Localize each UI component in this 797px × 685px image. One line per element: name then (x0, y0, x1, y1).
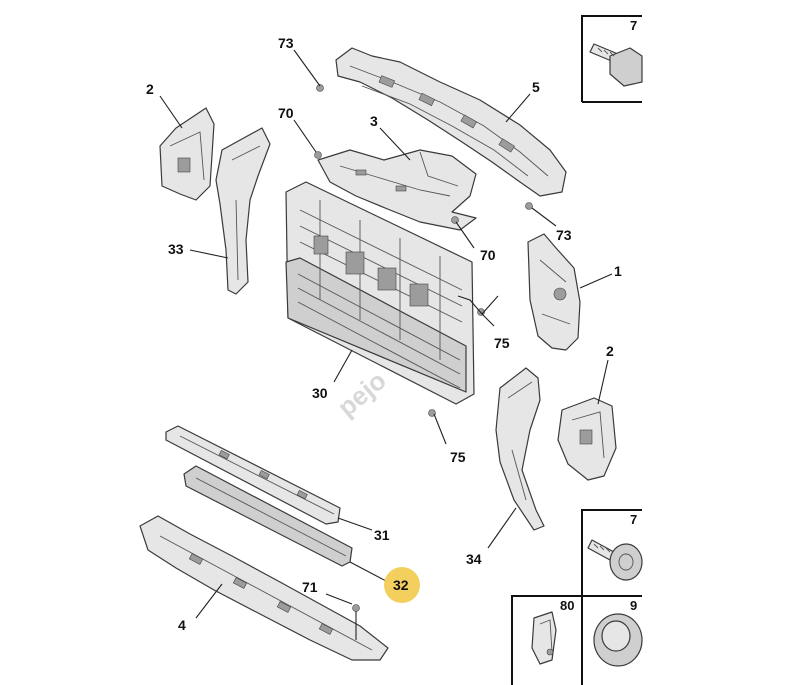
callout-75-lower[interactable]: 75 (450, 449, 466, 465)
inset-label-mid-right: 7 (630, 512, 637, 527)
fastener-70-lower[interactable] (451, 216, 459, 224)
leader-lines (159, 49, 613, 619)
part-30-front-panel[interactable] (285, 181, 475, 405)
callout-5[interactable]: 5 (532, 79, 540, 95)
part-33-left-air-guide[interactable] (215, 127, 271, 295)
inset-label-bottom-right: 9 (630, 598, 637, 613)
callout-32[interactable]: 32 (393, 577, 409, 593)
callout-2-left[interactable]: 2 (146, 81, 154, 97)
callout-70-top[interactable]: 70 (278, 105, 294, 121)
part-1-side-bracket[interactable] (527, 233, 581, 351)
callout-30[interactable]: 30 (312, 385, 328, 401)
fastener-70-upper[interactable] (314, 151, 322, 159)
callout-34[interactable]: 34 (466, 551, 482, 567)
callout-70-lower[interactable]: 70 (480, 247, 496, 263)
callout-73-right[interactable]: 73 (556, 227, 572, 243)
callout-73-top[interactable]: 73 (278, 35, 294, 51)
highlight-marker (384, 567, 420, 603)
callout-1[interactable]: 1 (614, 263, 622, 279)
part-31-lower-beam[interactable] (165, 425, 341, 525)
inset-box-mid-right[interactable]: 7 (581, 509, 643, 596)
fastener-73-right[interactable] (525, 202, 533, 210)
inset-box-bottom-right[interactable]: 9 (582, 595, 643, 667)
callout-71[interactable]: 71 (302, 579, 318, 595)
watermark-text: pejo (332, 365, 392, 422)
callout-33[interactable]: 33 (168, 241, 184, 257)
part-2-right-bracket[interactable] (557, 397, 617, 481)
inset-label-bottom-left: 80 (560, 598, 574, 613)
part-4-lower-shield[interactable] (139, 515, 389, 661)
part-3-upper-duct[interactable] (317, 149, 477, 231)
callout-2-right[interactable]: 2 (606, 343, 614, 359)
clip-icon (531, 611, 557, 665)
inset-label-top-right: 7 (630, 18, 637, 33)
plug-cap-icon (593, 613, 643, 667)
inset-box-top-right[interactable]: 7 (581, 15, 643, 103)
bolt-icon (589, 43, 643, 87)
part-2-left-bracket[interactable] (159, 107, 215, 201)
part-34-right-air-guide[interactable] (495, 367, 545, 531)
inset-box-bottom-left[interactable]: 80 (511, 595, 583, 685)
callout-31[interactable]: 31 (374, 527, 390, 543)
callout-3[interactable]: 3 (370, 113, 378, 129)
screw-icon (587, 539, 643, 581)
part-5-upper-crossmember[interactable] (335, 47, 567, 197)
fastener-73-upper[interactable] (316, 84, 324, 92)
fastener-71[interactable] (352, 604, 360, 641)
callout-4[interactable]: 4 (178, 617, 186, 633)
callout-75-upper[interactable]: 75 (494, 335, 510, 351)
